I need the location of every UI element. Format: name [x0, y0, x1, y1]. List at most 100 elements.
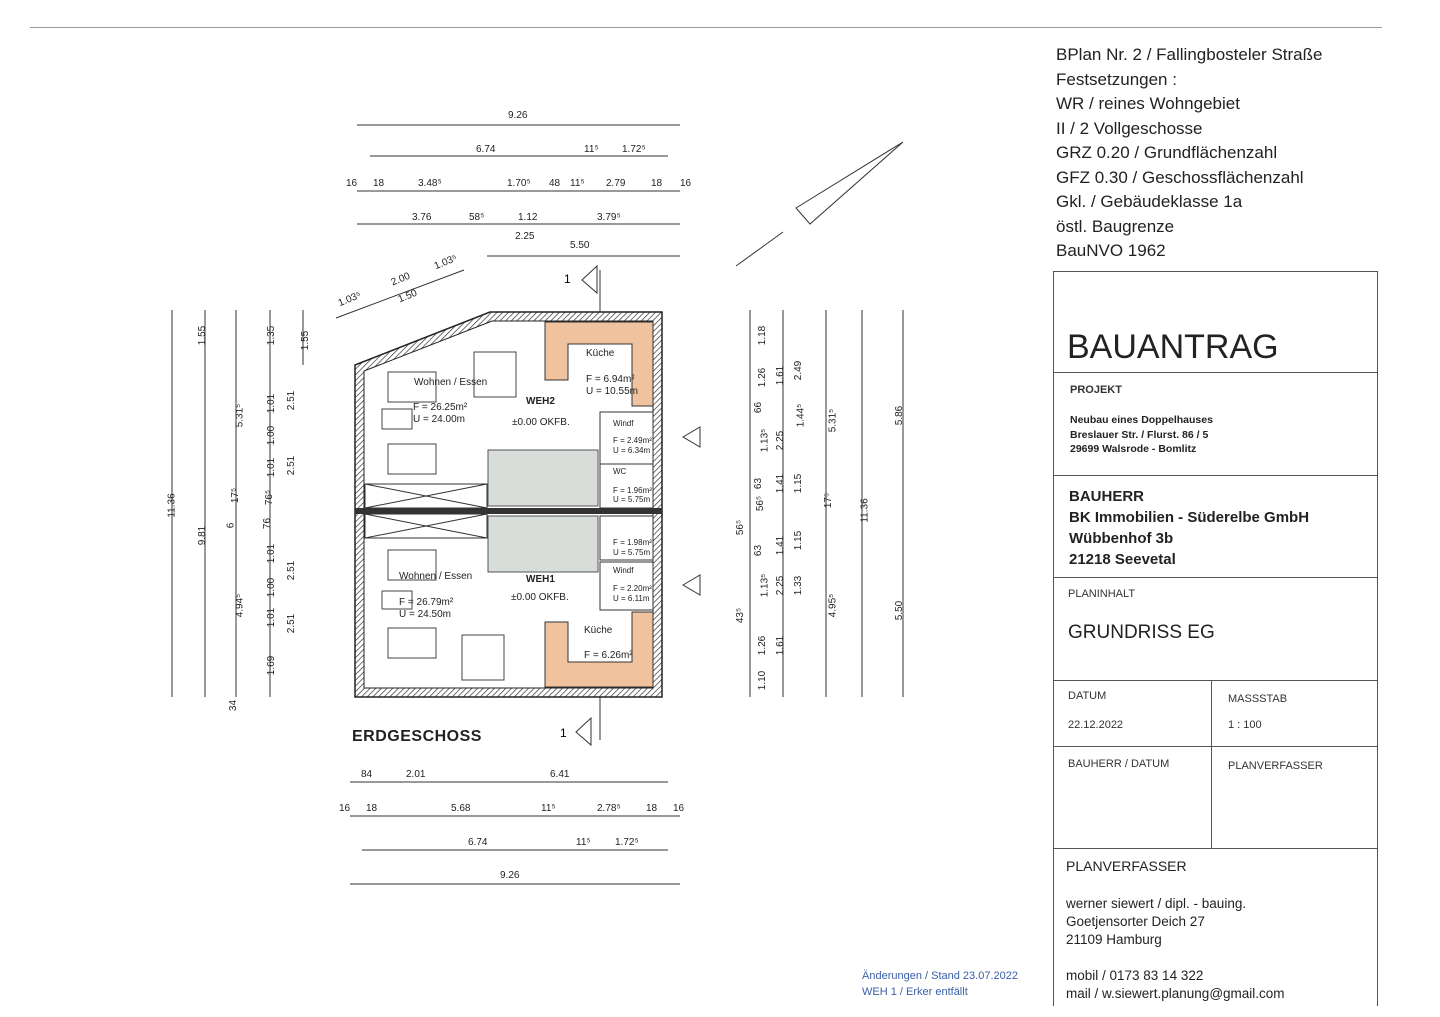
sheet-top-border — [30, 27, 1382, 28]
dim-label: 1.61 — [775, 635, 787, 656]
dim-label: 1.55 — [197, 325, 209, 346]
dim-label: 56⁵ — [735, 519, 747, 536]
dim-label: 1.26 — [757, 635, 769, 656]
divider — [1211, 681, 1212, 747]
weh1-wohnen: Wohnen / Essen — [399, 571, 473, 582]
dim-label: 3.79⁵ — [597, 212, 621, 223]
dim-label: 11⁵ — [541, 803, 556, 814]
weh1-wc-f: F = 1.98m² — [613, 538, 652, 547]
dim-label: 1.41 — [775, 535, 787, 556]
weh1-kueche-f: F = 6.26m² — [584, 650, 633, 661]
weh2-wc-u: U = 5.75m — [613, 495, 651, 504]
dim-label: 1.18 — [757, 325, 769, 346]
dim-label: 2.51 — [286, 390, 298, 411]
planverfasser-line: 21109 Hamburg — [1066, 932, 1162, 947]
dim-label: 16 — [346, 178, 358, 189]
dim-label: 2.79 — [606, 178, 626, 189]
weh2-kueche-u: U = 10.55m — [586, 386, 638, 397]
dim-label: 1.69 — [266, 655, 278, 676]
dim-label: 4.94⁵ — [234, 593, 246, 618]
dim-label: 1.55 — [300, 330, 312, 351]
planverfasser-label: PLANVERFASSER — [1066, 858, 1187, 874]
dim-label: 9.81 — [197, 525, 209, 546]
weh2-wc: WC — [613, 467, 627, 476]
dim-label: 1.01 — [266, 457, 278, 478]
dim-label: 2.78⁵ — [597, 803, 621, 814]
dim-label: 5.50 — [570, 240, 590, 251]
note-line: WR / reines Wohngebiet — [1056, 94, 1240, 113]
dim-label: 1.44⁵ — [795, 403, 807, 428]
dim-label: 5.31⁵ — [234, 403, 246, 428]
dim-label: 2.25 — [515, 231, 535, 242]
dim-label: 43⁵ — [735, 607, 747, 624]
section-markers — [575, 264, 701, 747]
dim-label: 2.25 — [775, 575, 787, 596]
note-line: Gkl. / Gebäudeklasse 1a — [1056, 192, 1243, 211]
projekt-line: Neubau eines Doppelhauses — [1070, 414, 1213, 426]
dim-label: 2.25 — [775, 430, 787, 451]
weh1-wohnen-f: F = 26.79m² — [399, 597, 454, 608]
planverfasser-line: werner siewert / dipl. - bauing. — [1066, 896, 1247, 911]
planverfasser-sign-label: PLANVERFASSER — [1228, 760, 1323, 772]
dim-label: 11⁵ — [570, 178, 585, 189]
dim-label: 11.36 — [859, 498, 871, 523]
note-line: II / 2 Vollgeschosse — [1056, 118, 1203, 138]
dim-label: 66 — [753, 401, 765, 414]
dim-label: 1.72⁵ — [615, 837, 639, 848]
furniture — [381, 351, 517, 681]
note-line: GRZ 0.20 / Grundflächenzahl — [1056, 143, 1278, 162]
dim-label: 63 — [753, 544, 765, 557]
weh2-windf-f: F = 2.49m² — [613, 436, 652, 445]
dim-label: 48 — [549, 178, 561, 189]
dim-label: 1.33 — [793, 575, 805, 596]
dim-label: 1.12 — [518, 212, 538, 223]
dim-label: 1.41 — [775, 473, 787, 494]
note-line: Festsetzungen : — [1056, 69, 1177, 89]
dim-label: 6 — [225, 522, 237, 529]
dim-label: 1.72⁵ — [622, 144, 646, 155]
dim-label: 1.61 — [775, 365, 787, 386]
dim-label: 9.26 — [508, 110, 528, 121]
dim-label: 1.26 — [757, 367, 769, 388]
dim-label: 3.76 — [412, 212, 432, 223]
title-block-bauherr: BAUHERR BK Immobilien - Süderelbe GmbH W… — [1053, 475, 1378, 578]
weh1-level: ±0.00 OKFB. — [511, 592, 569, 603]
note-line: östl. Baugrenze — [1056, 216, 1175, 236]
datum-label: DATUM — [1068, 690, 1107, 702]
bplan-notes: BPlan Nr. 2 / Fallingbosteler Straße Fes… — [1056, 43, 1322, 264]
dim-label: 58⁵ — [469, 212, 485, 223]
dim-label: 2.49 — [793, 360, 805, 381]
dim-label: 1.00 — [266, 577, 278, 598]
massstab-label: MASSSTAB — [1228, 693, 1288, 705]
changes-line: WEH 1 / Erker entfällt — [862, 986, 968, 998]
dim-label: 5.31⁵ — [827, 408, 839, 433]
weh2-windf-u: U = 6.34m — [613, 446, 651, 455]
projekt-line: 29699 Walsrode - Bomlitz — [1070, 443, 1197, 455]
dim-label: 5.50 — [894, 600, 906, 621]
weh2-level: ±0.00 OKFB. — [512, 417, 570, 428]
planverfasser-line: Goetjensorter Deich 27 — [1066, 914, 1205, 929]
bauherr-lines: BAUHERR BK Immobilien - Süderelbe GmbH W… — [1069, 486, 1309, 570]
dim-label: 1.01 — [266, 607, 278, 628]
dim-label: 1.15 — [793, 530, 805, 551]
weh1-windf-f: F = 2.20m² — [613, 584, 652, 593]
bauherr-line: 21218 Seevetal — [1069, 551, 1176, 568]
dim-label: 5.86 — [894, 405, 906, 426]
dim-label: 1.01 — [266, 393, 278, 414]
bauherr-line: BK Immobilien - Süderelbe GmbH — [1069, 509, 1310, 526]
dim-label: 18 — [366, 803, 378, 814]
stairs — [487, 449, 599, 573]
weh2-wohnen-u: U = 24.00m — [413, 414, 465, 425]
weh2-windf: Windf — [613, 419, 634, 428]
bauherr-datum-label: BAUHERR / DATUM — [1068, 758, 1170, 770]
floor-title: ERDGESCHOSS — [352, 728, 482, 745]
dim-label: 16 — [673, 803, 685, 814]
weh1-windf-u: U = 6.11m — [613, 594, 650, 603]
kitchens — [544, 321, 654, 688]
title: BAUANTRAG — [1067, 328, 1279, 366]
weh2-kueche-f: F = 6.94m² — [586, 374, 635, 385]
title-block-planverfasser: PLANVERFASSER werner siewert / dipl. - b… — [1053, 848, 1378, 1006]
dim-label: 11⁵ — [584, 144, 599, 155]
bauherr-line: BAUHERR — [1069, 488, 1144, 505]
